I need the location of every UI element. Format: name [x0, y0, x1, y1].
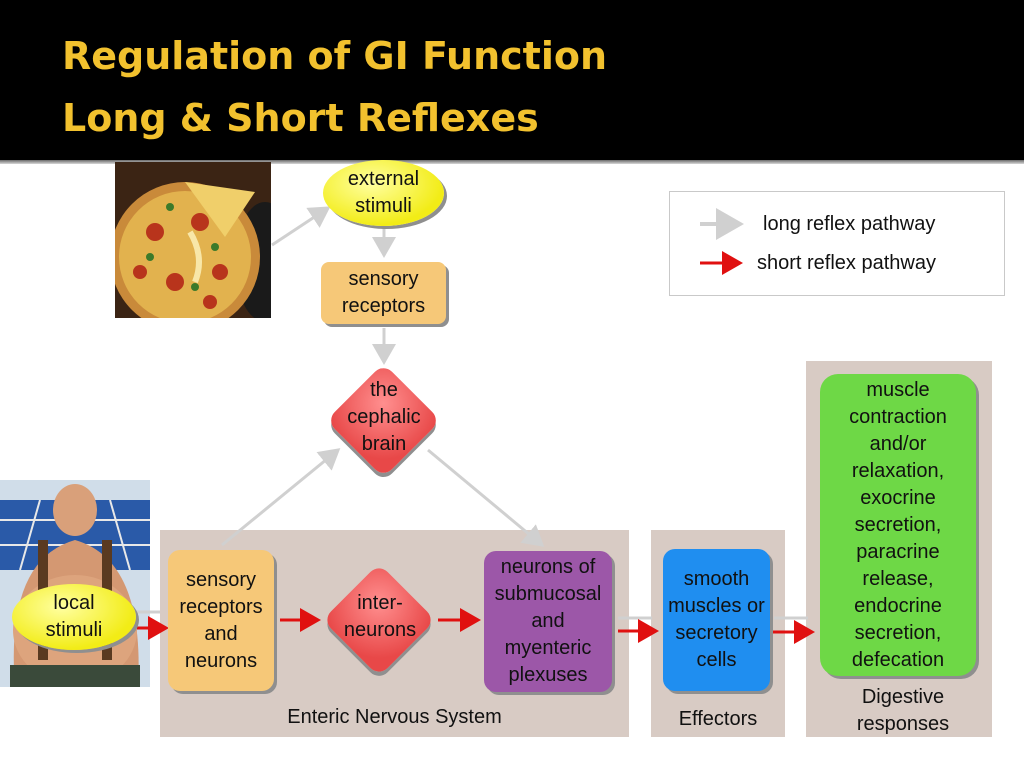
sensory-receptors-neurons-node: sensory receptors and neurons [168, 550, 274, 691]
effector-cells-node: smooth muscles or secretory cells [663, 549, 770, 691]
sensory-receptors-top-node: sensory receptors [321, 262, 446, 324]
slide-title: Regulation of GI Function [62, 34, 608, 78]
slide-subtitle: Long & Short Reflexes [62, 96, 539, 140]
pizza-icon [115, 162, 271, 318]
effectors-label: Effectors [678, 708, 758, 730]
local-stimuli-node: local stimuli [12, 584, 136, 650]
arrow-pizza-to-external [271, 206, 331, 247]
pizza-photo [115, 162, 271, 318]
header-divider [0, 160, 1024, 164]
digestive-responses-node: muscle contraction and/or relaxation, ex… [820, 374, 976, 676]
enteric-nervous-system-label: Enteric Nervous System [287, 706, 502, 728]
slide-header [0, 0, 1024, 160]
interneurons-label: inter- neurons [343, 592, 417, 641]
digestive-responses-label: Digestive responses [856, 686, 950, 735]
legend: long reflex pathway short reflex pathway [669, 191, 1005, 296]
legend-short-label: short reflex pathway [757, 252, 936, 274]
external-stimuli-node: external stimuli [323, 160, 444, 226]
cephalic-brain-label: the cephalic brain [347, 378, 421, 455]
plexuses-node: neurons of submucosal and myenteric plex… [484, 551, 612, 692]
legend-long-label: long reflex pathway [763, 213, 936, 235]
